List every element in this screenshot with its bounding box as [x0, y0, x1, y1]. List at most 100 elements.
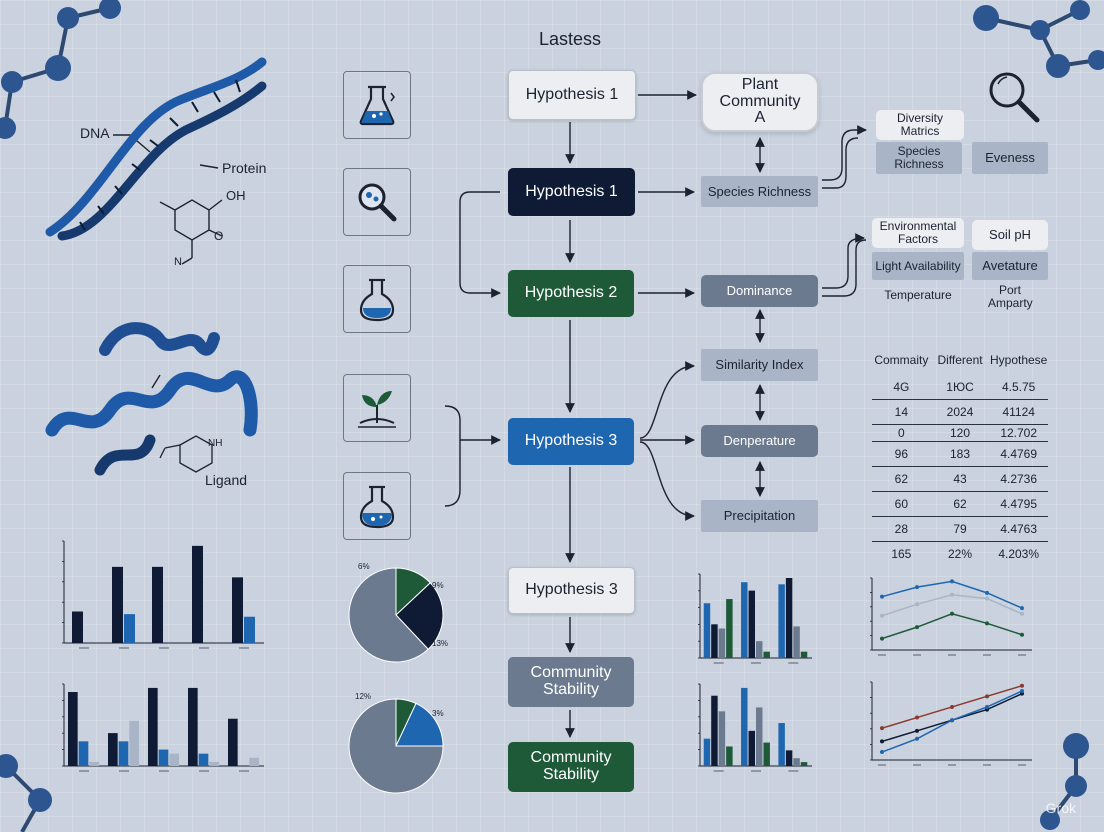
- diversity-species-richness-node[interactable]: Species Richness: [876, 142, 962, 174]
- arrow-flask-h3: [444, 440, 461, 507]
- protein-label: Protein: [222, 160, 267, 176]
- table-cell: 28: [894, 522, 909, 536]
- plant-community-node[interactable]: Plant Community A: [701, 72, 819, 132]
- round-flask-icon: [359, 485, 395, 529]
- table-cell: 4.5.75: [1001, 380, 1036, 394]
- table-cell: 41124: [1002, 405, 1035, 419]
- bar: [778, 584, 785, 658]
- data-point: [1020, 689, 1024, 694]
- bar: [741, 687, 748, 766]
- n-label: N: [174, 256, 182, 268]
- data-point: [880, 613, 884, 618]
- bar: [718, 711, 726, 766]
- data-point: [950, 592, 954, 597]
- dna-label: DNA: [80, 125, 110, 141]
- environmental-factors-node[interactable]: Environmental Factors: [872, 218, 964, 248]
- diversity-metrics-node[interactable]: Diversity Matrics: [876, 110, 964, 140]
- bar: [718, 628, 726, 658]
- page-title: Lastess: [538, 29, 602, 49]
- table-header-cell: Commaity: [874, 353, 929, 367]
- protein-leader: [199, 164, 219, 169]
- bar: [711, 695, 718, 766]
- hypothesis-3-bottom-node[interactable]: Hypothesis 3: [508, 567, 635, 614]
- denperature-node[interactable]: Denperature: [701, 425, 818, 457]
- table-cell: 1ЮC: [946, 380, 974, 394]
- bar: [188, 687, 198, 766]
- evenness-node[interactable]: Eveness: [972, 142, 1048, 174]
- pie2-label-left: 12%: [355, 692, 372, 701]
- precipitation-node[interactable]: Precipitation: [701, 500, 818, 532]
- bar: [249, 757, 259, 766]
- corner-molecule-bottom-right-atoms: [1040, 733, 1089, 830]
- data-point: [915, 625, 919, 630]
- bar: [124, 614, 135, 643]
- similarity-index-node[interactable]: Similarity Index: [701, 349, 818, 381]
- table-cell: 4.2736: [1000, 472, 1038, 486]
- data-point: [950, 579, 954, 584]
- arrow-richness-diversity-2: [822, 137, 859, 189]
- data-point: [1020, 632, 1024, 637]
- data-point: [950, 704, 954, 709]
- table-cell: 4.4795: [1000, 497, 1038, 511]
- hypothesis-1-node[interactable]: Hypothesis 1: [508, 168, 635, 216]
- table-cell: 62: [894, 472, 909, 486]
- seedling-icon-box[interactable]: [343, 374, 411, 442]
- bar: [703, 603, 711, 658]
- table-header-cell: Hypothese: [989, 353, 1048, 367]
- corner-molecule-bottom-left-atoms: [0, 754, 52, 812]
- magnifier-molecule-icon: [358, 183, 397, 222]
- avetature-node[interactable]: Avetature: [972, 252, 1048, 280]
- nh-label: NH: [208, 438, 223, 449]
- bar-chart-1: [62, 540, 264, 649]
- bar-chart-2: [62, 683, 264, 772]
- bar: [112, 566, 123, 643]
- round-flask-icon-box[interactable]: [343, 472, 411, 540]
- hypothesis-2-node[interactable]: Hypothesis 2: [508, 270, 634, 317]
- data-point: [880, 594, 884, 599]
- data-point: [915, 602, 919, 607]
- bar: [756, 641, 763, 658]
- line-chart-2: [870, 681, 1032, 766]
- table-cell: 14: [894, 405, 909, 419]
- bar: [198, 753, 209, 766]
- flask-icon-box-2[interactable]: [343, 265, 411, 333]
- table-cell: 0: [897, 426, 905, 440]
- bar: [232, 577, 243, 643]
- community-stability-result-node[interactable]: Community Stability: [508, 742, 634, 792]
- soil-ph-node[interactable]: Soil pH: [972, 220, 1048, 250]
- bar: [118, 741, 129, 766]
- community-stability-node[interactable]: Community Stability: [508, 657, 634, 707]
- bar: [169, 753, 179, 766]
- bar: [793, 758, 800, 766]
- bar: [726, 746, 733, 766]
- flask-icon: [359, 278, 395, 322]
- species-richness-node[interactable]: Species Richness: [701, 176, 818, 207]
- pie1-label-bottom: 13%: [432, 639, 449, 648]
- bar: [72, 611, 83, 643]
- bar: [748, 730, 755, 766]
- data-point: [880, 750, 884, 755]
- pie-slice: [395, 582, 444, 650]
- pie1-label-right: 9%: [432, 581, 444, 590]
- hypothesis-3-node[interactable]: Hypothesis 3: [508, 418, 634, 465]
- magnifier-icon-box[interactable]: [343, 168, 411, 236]
- pie-chart-2: [348, 698, 444, 794]
- table-cell: 22%: [947, 547, 973, 561]
- dominance-node[interactable]: Dominance: [701, 275, 818, 307]
- temperature-label: Temperature: [884, 288, 952, 302]
- data-point: [985, 694, 989, 699]
- light-availability-node[interactable]: Light Availability: [872, 252, 964, 280]
- bar: [68, 692, 78, 766]
- data-point: [985, 596, 989, 601]
- table-cell: 4.4763: [1000, 522, 1038, 536]
- arrow-h3-similarity: [639, 361, 695, 439]
- flask-icon-box-1[interactable]: [343, 71, 411, 139]
- table-row: 28 79 4.4763: [872, 517, 1048, 542]
- hypothesis-1-top-node[interactable]: Hypothesis 1: [508, 70, 636, 120]
- table-cell: 79: [953, 522, 967, 536]
- bar: [778, 723, 785, 766]
- data-point: [1020, 611, 1024, 616]
- data-point: [915, 585, 919, 590]
